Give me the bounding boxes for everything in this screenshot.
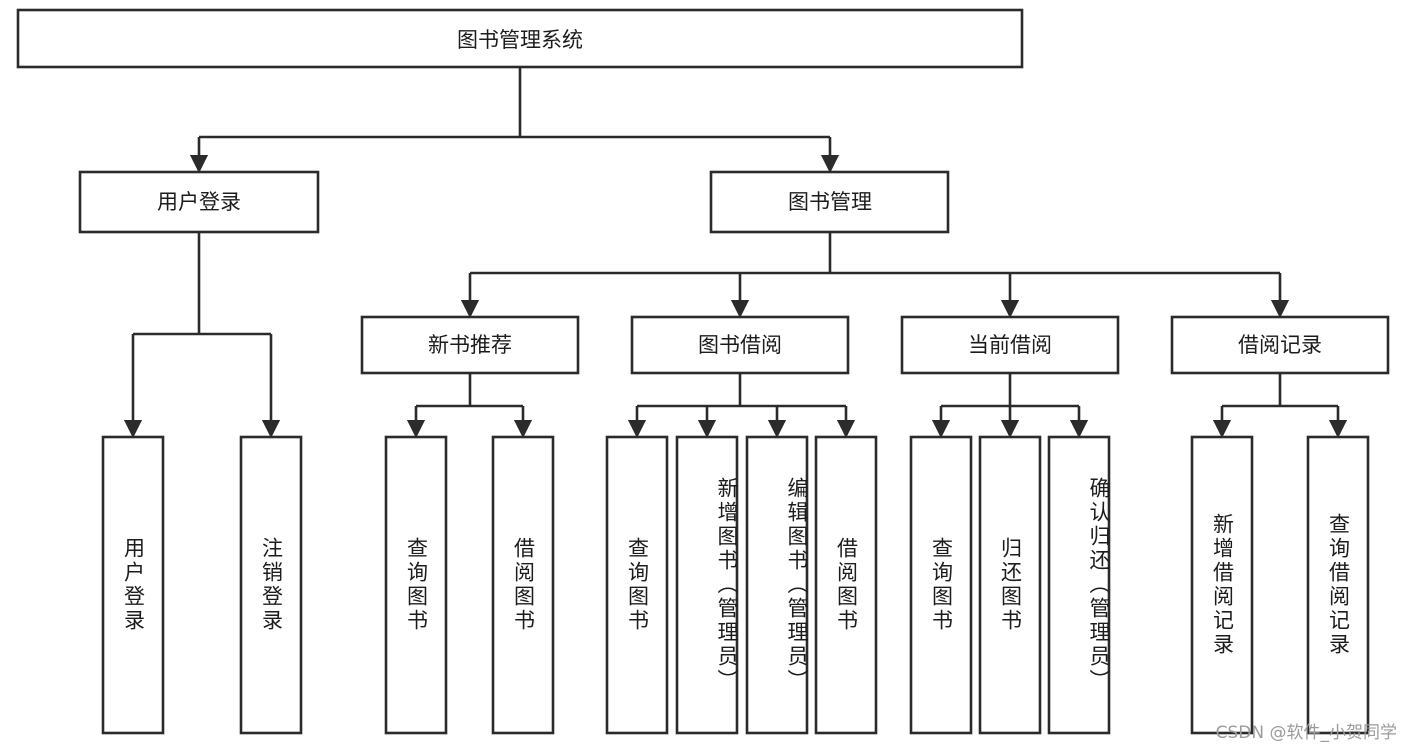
leaf-box-user-login-2[interactable] [239,435,303,735]
leaf-box-borrow-record-1[interactable] [1190,435,1254,735]
leaf-box-new-book-2[interactable] [491,435,555,735]
node-borrow-record-box [1170,315,1390,375]
node-book-manage[interactable]: 图书管理 [709,170,950,234]
node-book-manage-box [709,170,950,234]
leaf-box-new-book-1[interactable] [384,435,448,735]
leaf-box-current-borrow-1[interactable] [909,435,973,735]
node-user-login[interactable]: 用户登录 [78,170,320,234]
node-book-borrow-label: 图书借阅 [698,333,782,357]
node-current-borrow-box [900,315,1120,375]
node-new-book-recommend-box [360,315,580,375]
leaf-box-book-borrow-4[interactable] [814,435,878,735]
node-book-borrow[interactable]: 图书借阅 [630,315,850,375]
node-user-login-label: 用户登录 [157,190,241,214]
leaf-box-user-login-1[interactable] [101,435,165,735]
leaf-box-borrow-record-2[interactable] [1306,435,1370,735]
node-root-system[interactable]: 图书管理系统 [16,8,1024,69]
leaf-box-book-borrow-3[interactable] [745,435,809,735]
csdn-watermark: CSDN @软件_小贺同学 [1215,723,1397,743]
node-root-system-box [16,8,1024,69]
node-book-borrow-box [630,315,850,375]
node-current-borrow[interactable]: 当前借阅 [900,315,1120,375]
node-book-manage-label: 图书管理 [788,190,872,214]
leaf-box-current-borrow-2[interactable] [978,435,1042,735]
node-borrow-record-label: 借阅记录 [1238,333,1322,357]
node-root-system-label: 图书管理系统 [457,28,583,52]
node-new-book-recommend-label: 新书推荐 [428,333,512,357]
leaf-box-book-borrow-2[interactable] [675,435,739,735]
node-borrow-record[interactable]: 借阅记录 [1170,315,1390,375]
leaf-box-book-borrow-1[interactable] [605,435,669,735]
leaf-box-current-borrow-3[interactable] [1047,435,1111,735]
node-current-borrow-label: 当前借阅 [968,333,1052,357]
node-new-book-recommend[interactable]: 新书推荐 [360,315,580,375]
